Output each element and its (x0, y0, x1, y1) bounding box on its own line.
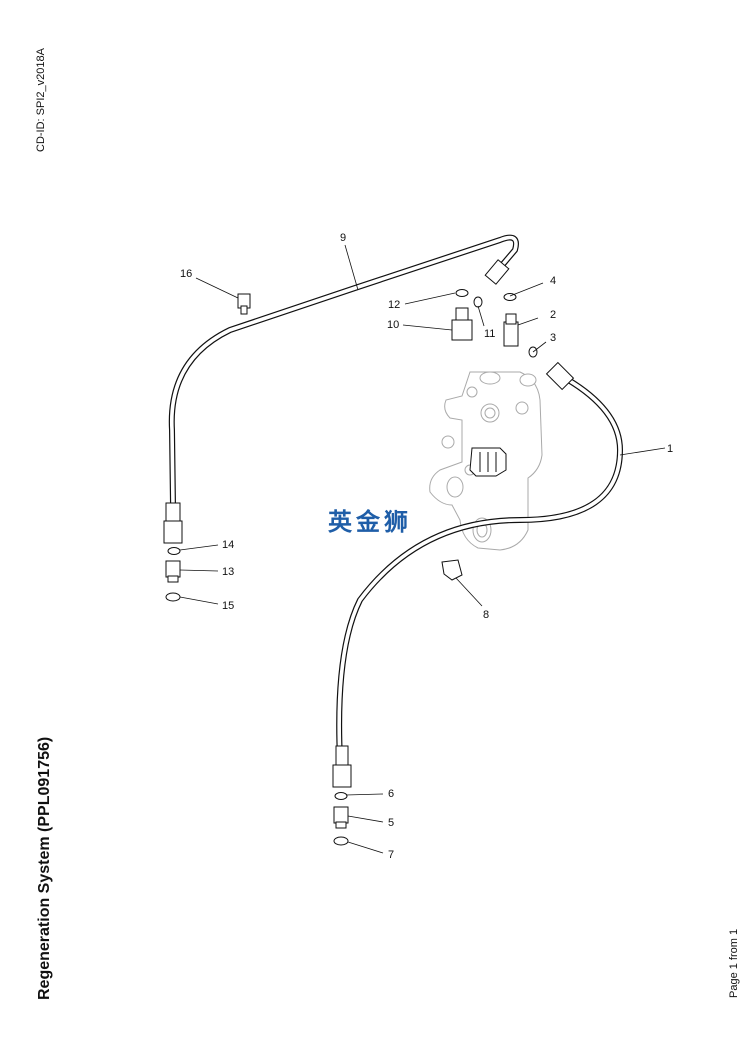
callout-12: 12 (388, 299, 400, 311)
leader-lines (179, 244, 666, 854)
connector-10 (451, 307, 473, 341)
callout-5: 5 (388, 817, 394, 829)
callout-13: 13 (222, 566, 234, 578)
seal-rings (165, 289, 538, 846)
callout-10: 10 (387, 319, 399, 331)
adapter-5 (333, 806, 349, 829)
hose-1 (332, 361, 623, 788)
callout-6: 6 (388, 788, 394, 800)
callout-14: 14 (222, 539, 234, 551)
watermark-logo: 英金狮 (328, 508, 412, 536)
callout-16: 16 (180, 268, 192, 280)
callout-1: 1 (667, 443, 673, 455)
callout-3: 3 (550, 332, 556, 344)
callout-9: 9 (340, 232, 346, 244)
hose-9 (163, 234, 519, 544)
valve-block (429, 371, 543, 551)
callout-2: 2 (550, 309, 556, 321)
clip-8 (441, 559, 463, 581)
adapter-13 (165, 560, 181, 583)
fitting-2 (503, 313, 519, 347)
callout-8: 8 (483, 609, 489, 621)
callout-11: 11 (484, 328, 495, 340)
callout-4: 4 (550, 275, 556, 287)
fitting-16 (237, 293, 251, 315)
callout-7: 7 (388, 849, 394, 861)
callout-15: 15 (222, 600, 234, 612)
